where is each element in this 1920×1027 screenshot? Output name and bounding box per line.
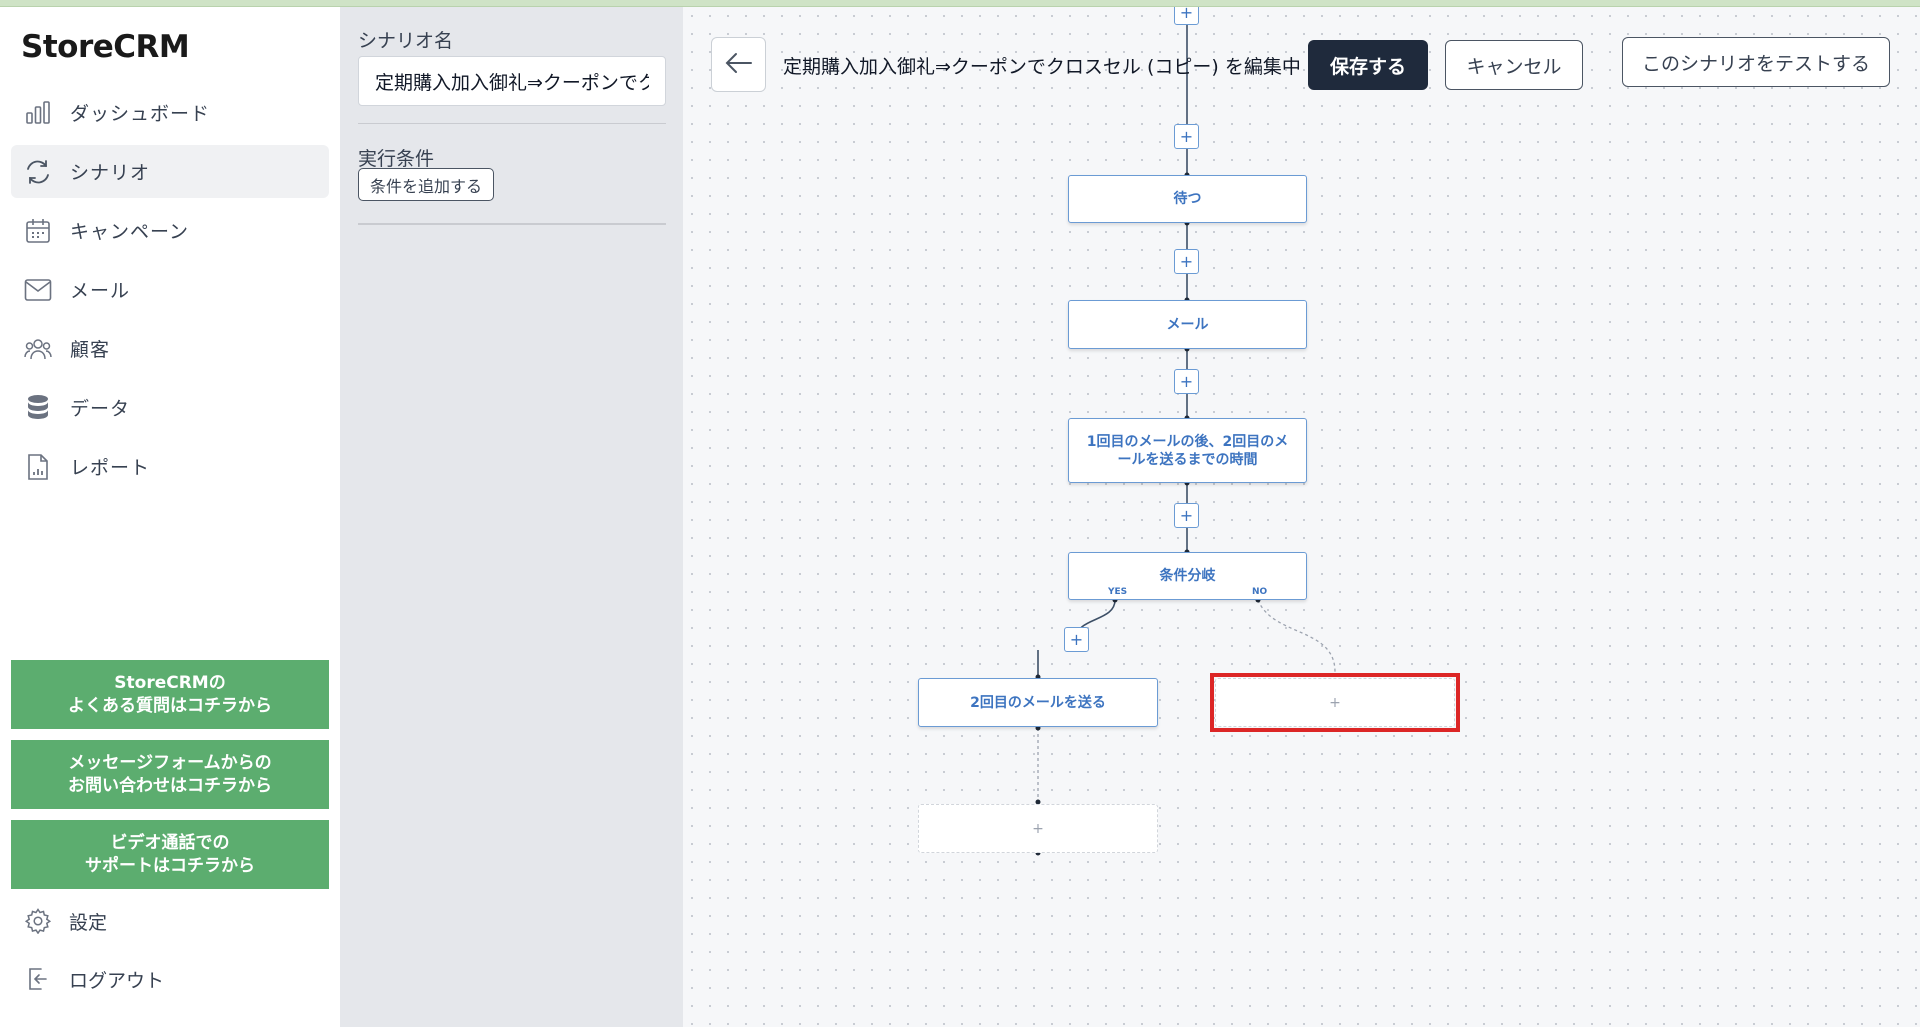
logout-link[interactable]: ログアウト	[23, 964, 164, 994]
contact-form-button[interactable]: メッセージフォームからの お問い合わせはコチラから	[11, 740, 329, 809]
selection-highlight	[1210, 673, 1460, 732]
panel-divider	[358, 223, 666, 225]
envelope-icon	[23, 275, 53, 305]
scenario-name-input[interactable]	[358, 56, 666, 106]
report-icon	[23, 452, 53, 482]
flow-node-branch[interactable]: 条件分岐	[1068, 552, 1307, 600]
calendar-icon	[23, 216, 53, 246]
sidebar-item-label: データ	[70, 398, 131, 420]
sidebar-item-customers[interactable]: 顧客	[11, 322, 329, 375]
empty-step-placeholder[interactable]: +	[918, 804, 1158, 853]
faq-button[interactable]: StoreCRMの よくある質問はコチラから	[11, 660, 329, 729]
flow-node-email[interactable]: メール	[1068, 300, 1307, 349]
sidebar-item-label: ダッシュボード	[70, 103, 211, 125]
sidebar-nav: ダッシュボード シナリオ キャンペーン メール 顧客	[11, 86, 329, 499]
database-icon	[23, 393, 53, 423]
video-support-button-line2: サポートはコチラから	[85, 855, 255, 876]
gear-icon	[23, 906, 53, 936]
sidebar-item-label: キャンペーン	[70, 221, 190, 243]
top-strip	[0, 0, 1920, 7]
test-scenario-button[interactable]: このシナリオをテストする	[1622, 37, 1890, 87]
logout-icon	[23, 964, 53, 994]
flow-node-send-second-email[interactable]: 2回目のメールを送る	[918, 678, 1158, 727]
scenario-settings-panel: シナリオ名 実行条件 条件を追加する	[340, 7, 683, 1027]
sidebar-item-label: シナリオ	[70, 162, 151, 184]
sidebar-item-label: メール	[70, 280, 131, 302]
settings-link[interactable]: 設定	[23, 906, 107, 936]
app-logo: StoreCRM	[21, 29, 190, 65]
users-icon	[23, 334, 53, 364]
back-button[interactable]	[711, 37, 766, 92]
flow-connectors	[1035, 7, 1336, 856]
save-button[interactable]: 保存する	[1308, 40, 1428, 90]
flow-node-wait-between-emails[interactable]: 1回目のメールの後、2回目のメールを送るまでの時間	[1068, 418, 1307, 483]
sidebar-item-label: レポート	[70, 457, 151, 479]
logout-label: ログアウト	[69, 969, 165, 992]
add-step-button[interactable]: +	[1174, 249, 1199, 274]
sidebar-item-scenario[interactable]: シナリオ	[11, 145, 329, 198]
branch-yes-label: YES	[1108, 587, 1128, 597]
arrow-left-icon	[725, 52, 753, 78]
conditions-label: 実行条件	[358, 148, 435, 170]
settings-label: 設定	[69, 911, 108, 934]
panel-divider	[358, 123, 666, 124]
flow-canvas[interactable]: + + + + + + 定期購入加入御礼⇒クーポンでクロスセル (コピー) を編…	[683, 7, 1920, 1027]
add-condition-button[interactable]: 条件を追加する	[358, 168, 495, 201]
bar-chart-icon	[23, 98, 53, 128]
add-step-button[interactable]: +	[1174, 7, 1199, 25]
branch-no-label: NO	[1252, 587, 1268, 597]
add-step-button[interactable]: +	[1174, 369, 1199, 394]
sidebar-item-report[interactable]: レポート	[11, 440, 329, 493]
contact-form-button-line2: お問い合わせはコチラから	[68, 775, 272, 796]
scenario-name-label: シナリオ名	[358, 30, 454, 52]
faq-button-line2: よくある質問はコチラから	[68, 695, 272, 716]
add-step-button[interactable]: +	[1064, 627, 1089, 652]
sidebar-item-dashboard[interactable]: ダッシュボード	[11, 86, 329, 139]
cancel-button[interactable]: キャンセル	[1445, 40, 1583, 90]
add-step-button[interactable]: +	[1174, 503, 1199, 528]
page-title: 定期購入加入御礼⇒クーポンでクロスセル (コピー) を編集中	[783, 56, 1301, 78]
add-step-button[interactable]: +	[1174, 124, 1199, 149]
empty-step-placeholder[interactable]: +	[1215, 678, 1455, 727]
video-support-button[interactable]: ビデオ通話での サポートはコチラから	[11, 820, 329, 889]
faq-button-line1: StoreCRMの	[114, 672, 226, 693]
sidebar-item-campaign[interactable]: キャンペーン	[11, 204, 329, 257]
sidebar-item-label: 顧客	[70, 339, 111, 361]
contact-form-button-line1: メッセージフォームからの	[68, 752, 272, 773]
refresh-icon	[23, 157, 53, 187]
flow-node-wait[interactable]: 待つ	[1068, 175, 1307, 223]
sidebar-item-data[interactable]: データ	[11, 381, 329, 434]
sidebar-item-mail[interactable]: メール	[11, 263, 329, 316]
sidebar: StoreCRM ダッシュボード シナリオ キャンペーン メール	[0, 7, 340, 1027]
video-support-button-line1: ビデオ通話での	[110, 832, 230, 853]
